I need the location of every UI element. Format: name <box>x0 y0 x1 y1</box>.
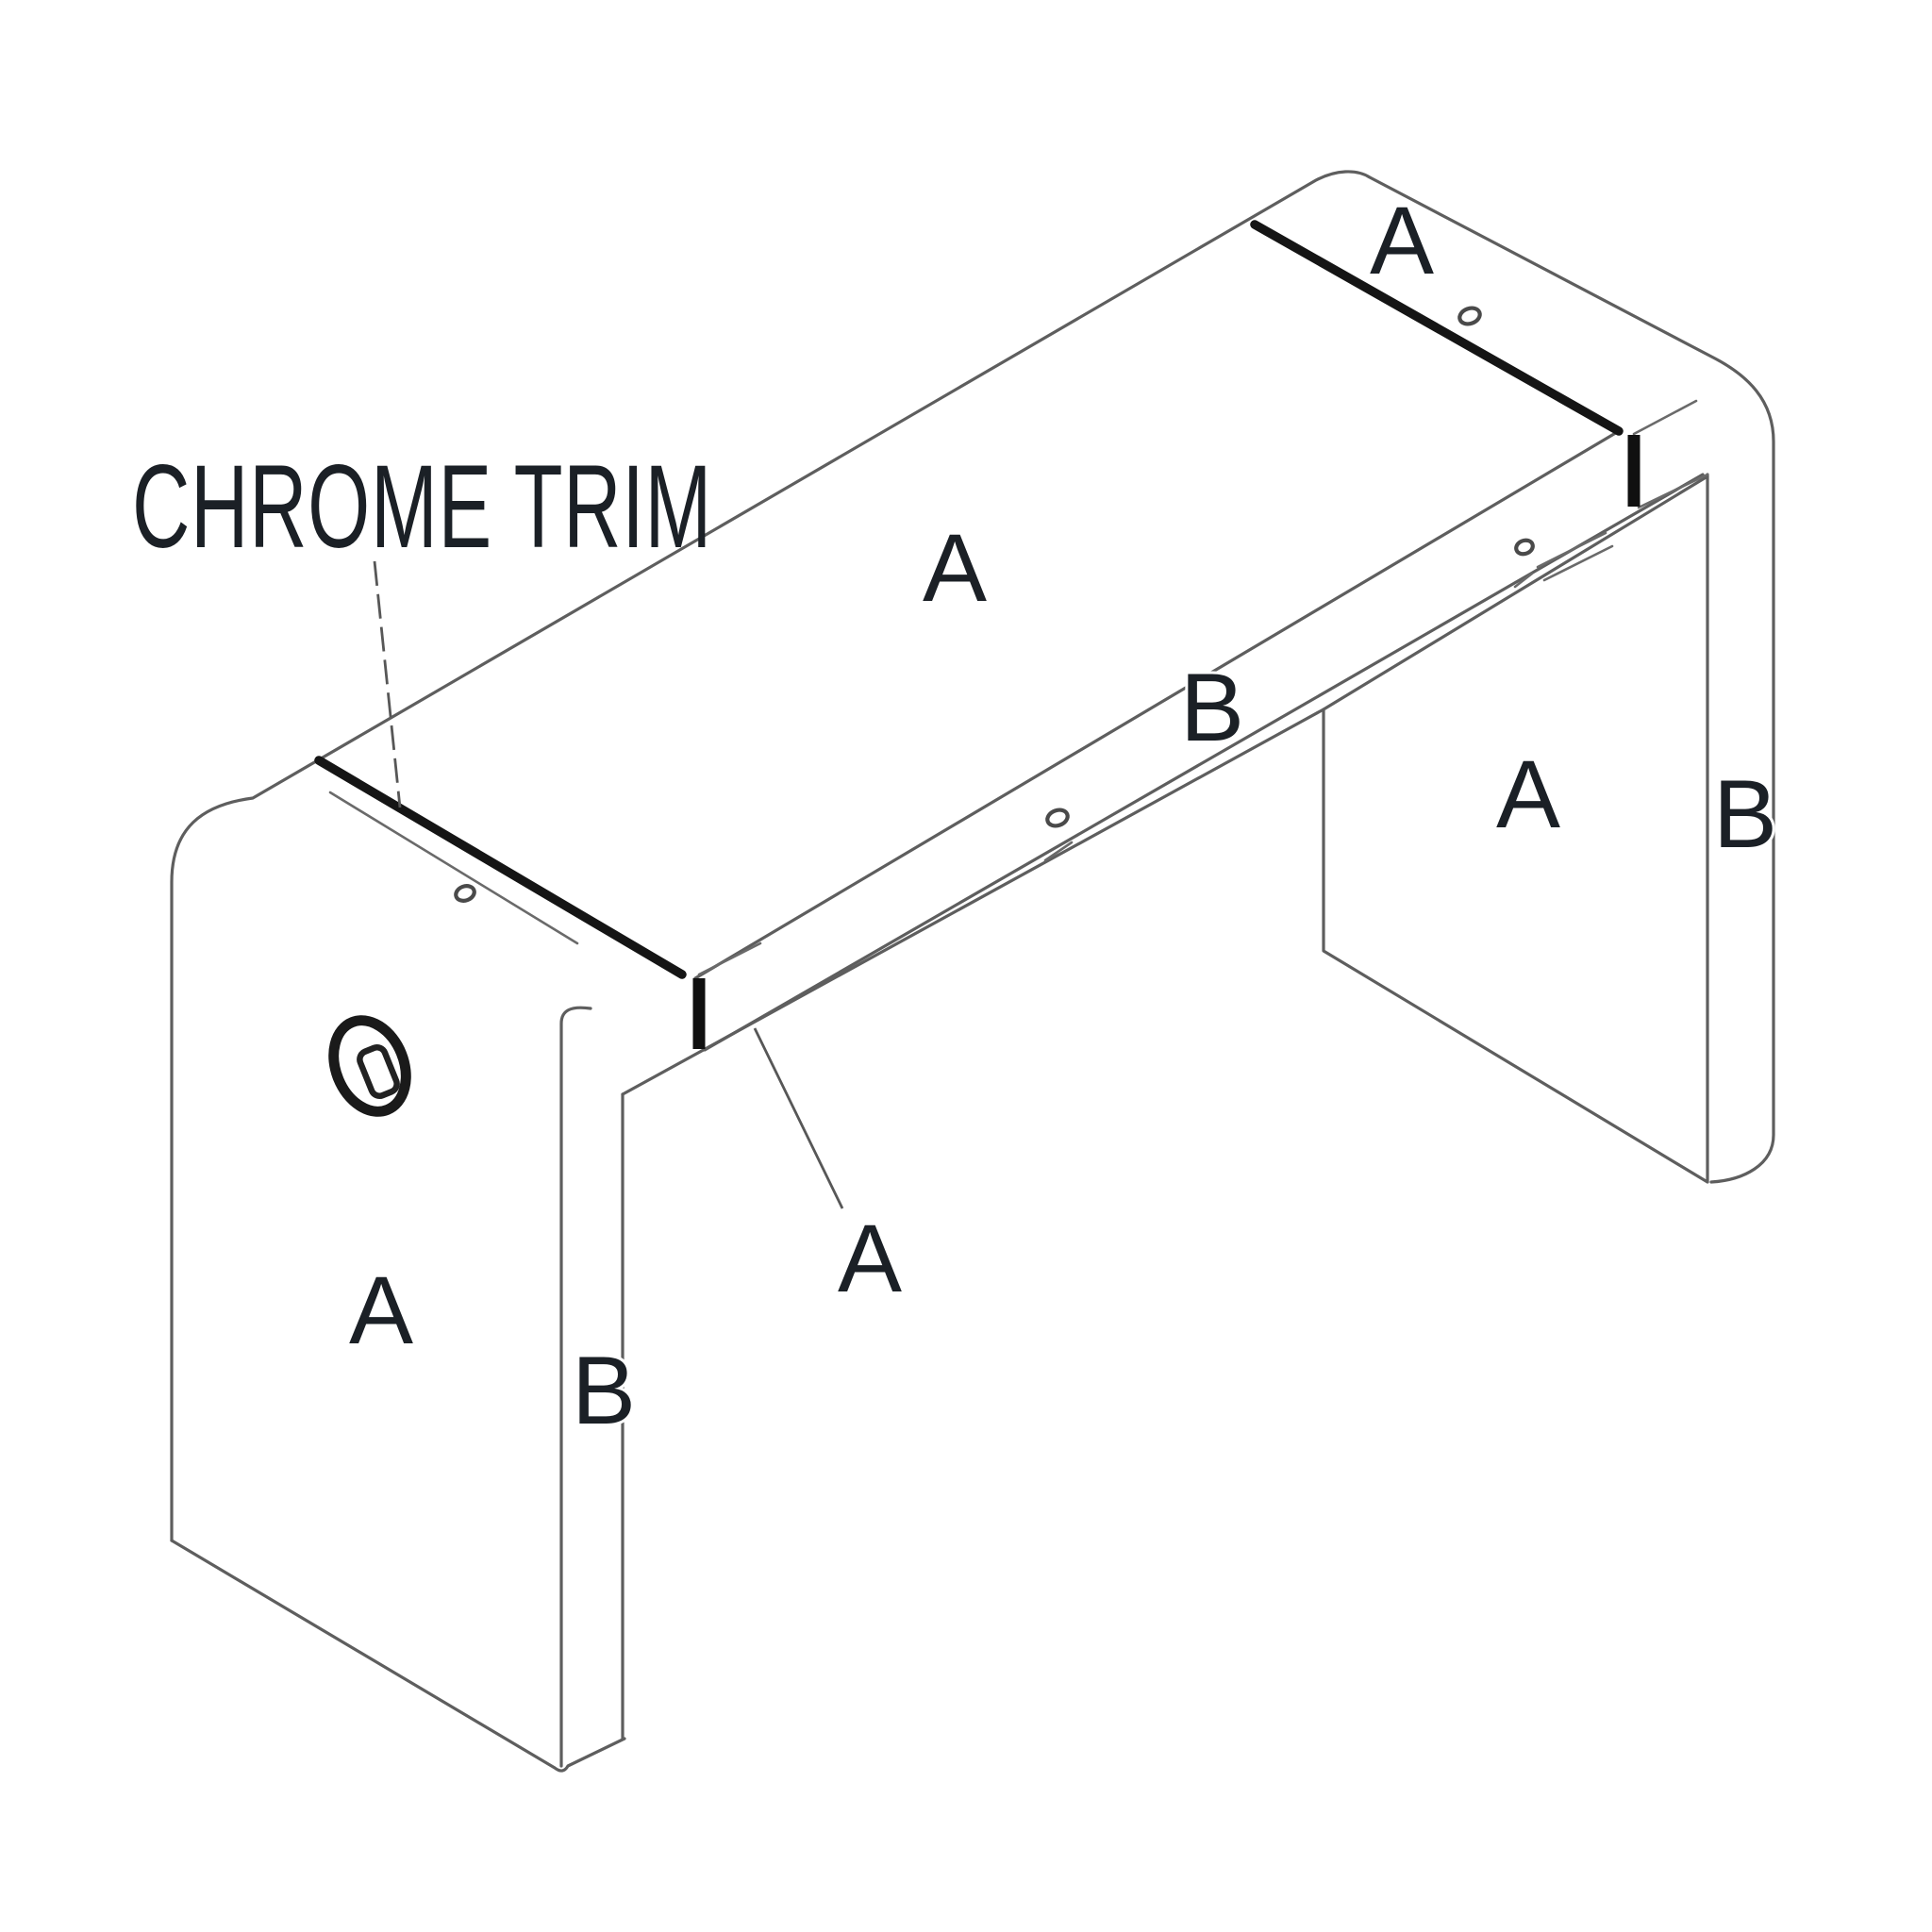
label-top-panel: A <box>923 514 987 622</box>
label-front-edge-band: B <box>1180 654 1244 761</box>
hole-front-band-middle <box>1045 808 1070 828</box>
chrome-trim-callout: CHROME TRIM <box>132 441 712 573</box>
hole-left-leg <box>454 884 476 903</box>
hole-slot-tick-right <box>1513 572 1534 589</box>
right-leg-inner-face <box>1322 473 1709 1184</box>
keyhole-ring <box>328 1015 411 1117</box>
label-right-leg-inner-face: A <box>1496 741 1560 848</box>
front-band-bottom-edge <box>703 473 1705 1052</box>
mounting-holes <box>454 306 1535 903</box>
left-leg-front-right-edge <box>559 1006 592 1768</box>
label-left-leg-edge: B <box>572 1337 636 1444</box>
left-trim-lower-edge <box>328 791 579 945</box>
keyhole-slot <box>357 1044 400 1099</box>
outer-silhouette <box>170 170 1775 1542</box>
panel-thickness-ticks <box>697 399 1709 976</box>
front-band-top-edge <box>693 429 1621 980</box>
label-right-end-cap: A <box>1370 187 1434 294</box>
hole-slot-tick-middle <box>1043 841 1074 862</box>
band-end-marks <box>1536 531 1614 582</box>
label-right-leg-edge: B <box>1713 760 1777 868</box>
chrome-trim-strip-right <box>1250 220 1624 436</box>
label-left-leg-front-face: A <box>349 1257 413 1364</box>
left-leg-bottom-edge <box>170 1539 626 1773</box>
hole-front-band-right <box>1514 538 1535 557</box>
part-labels: A A B A B A B A <box>346 184 1780 1447</box>
chrome-trim-strip-left <box>314 756 687 979</box>
label-front-band-callout: A <box>838 1205 902 1312</box>
front-band-leader-line <box>753 1027 844 1209</box>
hole-right-end-cap <box>1457 306 1482 326</box>
chrome-trim-leader-line <box>373 560 402 808</box>
keyhole-detail <box>328 1015 411 1117</box>
